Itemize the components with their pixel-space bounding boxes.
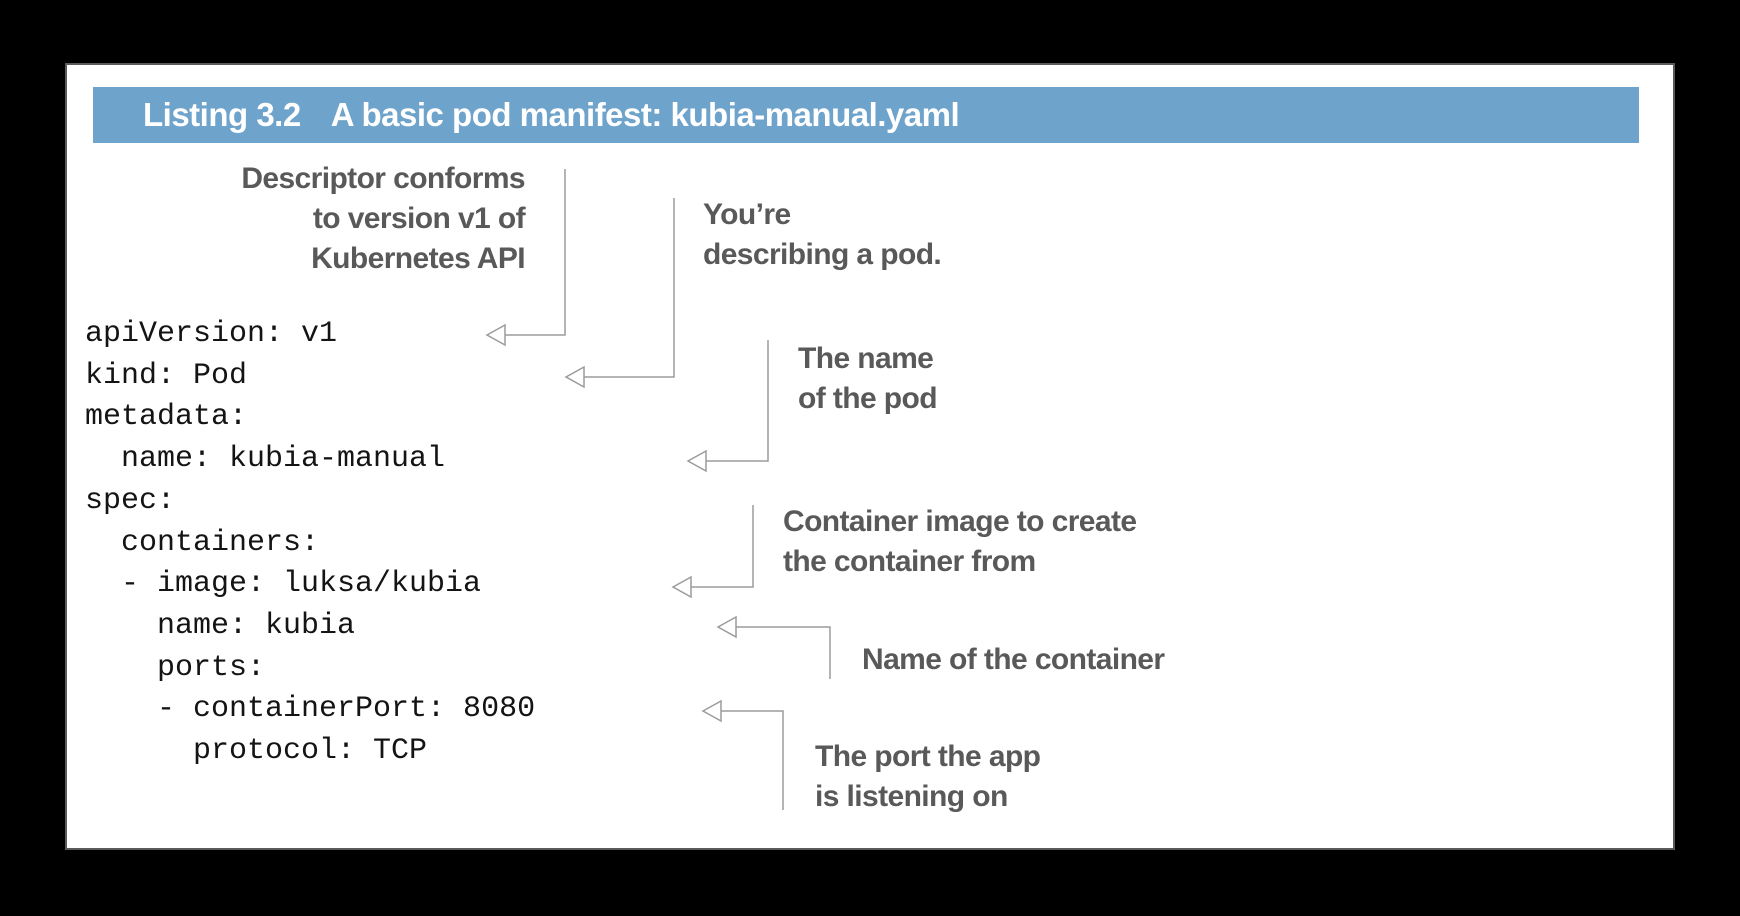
annotation-line: You’re: [703, 198, 791, 231]
arrow-left-icon: [564, 365, 585, 389]
connector-kind: [564, 198, 675, 389]
annotation-pod-name: The name of the pod: [798, 339, 938, 419]
annotation-kind: You’re describing a pod.: [703, 195, 942, 275]
annotation-line: of the pod: [798, 382, 938, 415]
annotation-line: The port the app: [815, 740, 1041, 773]
annotation-container-image: Container image to create the container …: [783, 502, 1137, 582]
yaml-code-block: apiVersion: v1 kind: Pod metadata: name:…: [85, 317, 536, 769]
annotation-line: describing a pod.: [703, 238, 942, 271]
connector-pod-name: [686, 340, 769, 473]
annotation-line: Kubernetes API: [311, 242, 525, 275]
annotation-line: Container image to create: [783, 505, 1137, 538]
connector-container-name: [716, 615, 831, 679]
annotation-api-version: Descriptor conforms to version v1 of Kub…: [241, 159, 525, 279]
annotation-line: Descriptor conforms: [241, 162, 525, 195]
annotation-line: the container from: [783, 545, 1036, 578]
annotation-line: The name: [798, 342, 934, 375]
annotation-container-name: Name of the container: [862, 640, 1165, 680]
arrow-left-icon: [686, 449, 707, 473]
arrow-left-icon: [701, 699, 722, 723]
annotation-line: Name of the container: [862, 643, 1165, 676]
listing-header-bar: Listing 3.2 A basic pod manifest: kubia-m…: [93, 87, 1639, 143]
connector-container-image: [671, 505, 754, 599]
arrow-left-icon: [716, 615, 737, 639]
annotation-line: is listening on: [815, 780, 1008, 813]
listing-title: A basic pod manifest: kubia-manual.yaml: [330, 96, 960, 133]
book-page: Listing 3.2 A basic pod manifest: kubia-m…: [65, 63, 1675, 850]
annotation-line: to version v1 of: [312, 202, 526, 235]
annotation-port: The port the app is listening on: [815, 737, 1041, 817]
listing-number-label: Listing 3.2: [143, 96, 301, 133]
connector-port: [701, 699, 784, 810]
arrow-left-icon: [671, 575, 692, 599]
